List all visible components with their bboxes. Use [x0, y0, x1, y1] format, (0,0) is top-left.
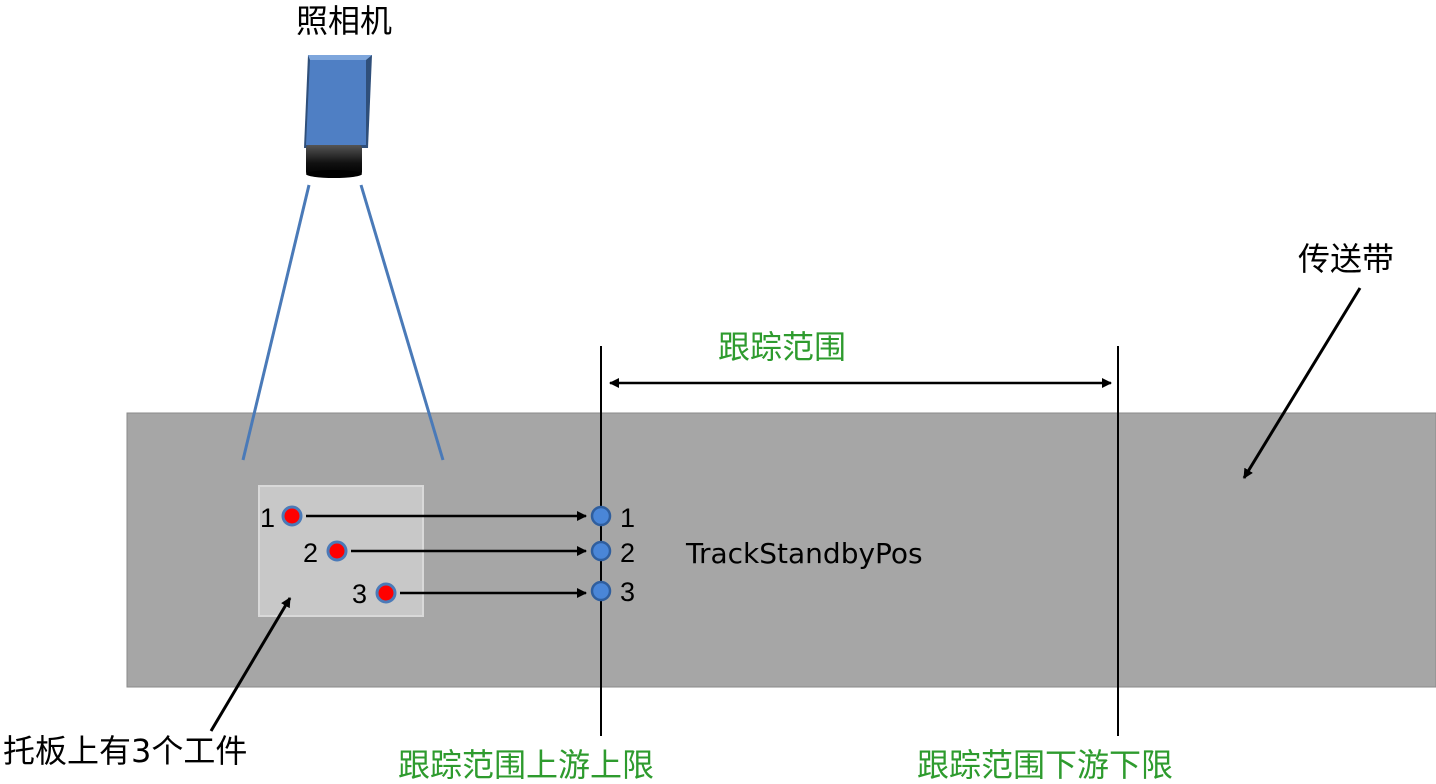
camera-fov-left-line [241, 184, 311, 461]
track-standby-pos-label: TrackStandbyPos [685, 537, 923, 570]
conveyor-label: 传送带 [1298, 240, 1394, 278]
standby-point-1: 1 [590, 503, 635, 533]
downstream-limit-label: 跟踪范围下游下限 [917, 746, 1173, 784]
standby-point-3-label: 3 [620, 577, 635, 607]
workpiece-2-label: 2 [303, 538, 318, 568]
camera-fov-right-line [359, 184, 445, 461]
conveyor-pointer-arrow [1242, 287, 1362, 479]
tracking-range-label: 跟踪范围 [718, 328, 846, 366]
standby-point-2-label: 2 [620, 538, 635, 568]
standby-point-3: 3 [590, 577, 635, 607]
pallet-label: 托板上有3个工件 [3, 732, 247, 770]
standby-point-2: 2 [590, 538, 635, 568]
pallet-pointer-arrow [209, 597, 292, 732]
workpiece-2: 2 [303, 538, 348, 568]
camera-label: 照相机 [296, 2, 392, 40]
workpiece-1: 1 [260, 503, 303, 533]
workpiece-1-label: 1 [260, 503, 275, 533]
workpiece-3: 3 [352, 579, 397, 609]
standby-point-1-label: 1 [620, 503, 635, 533]
camera-icon [304, 55, 372, 178]
upstream-limit-label: 跟踪范围上游上限 [398, 746, 654, 784]
workpiece-3-label: 3 [352, 579, 367, 609]
